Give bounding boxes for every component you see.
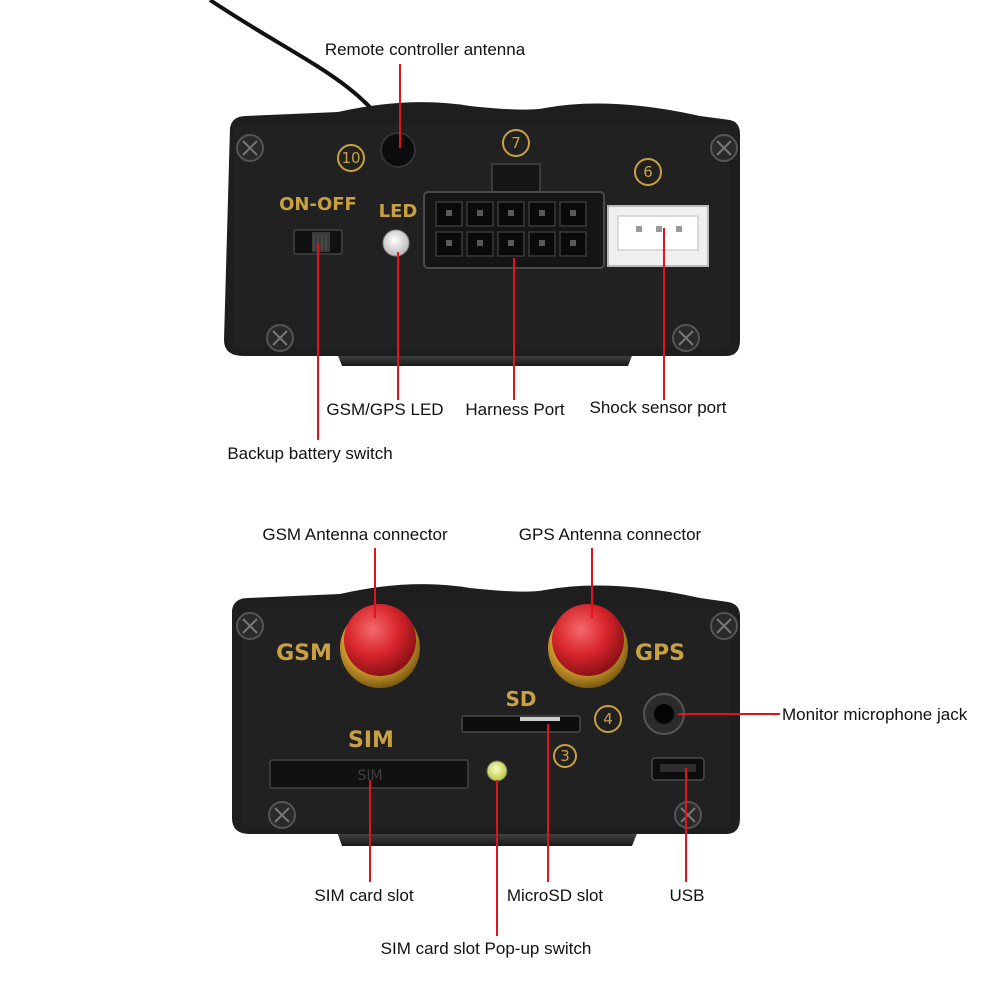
marker-4: 4 (594, 705, 622, 733)
monitor-microphone-jack[interactable] (643, 693, 685, 735)
microsd-slot[interactable] (461, 715, 581, 733)
gsm-antenna-connector[interactable] (340, 604, 420, 688)
sd-label: SD (505, 687, 536, 711)
callout-sim-slot: SIM card slot (314, 886, 413, 905)
screw-icon (266, 324, 294, 352)
marker-6-text: 6 (643, 163, 653, 181)
callout-shock-sensor-port: Shock sensor port (589, 398, 726, 417)
harness-pins (435, 201, 587, 257)
gsm-label: GSM (276, 641, 332, 666)
callout-usb: USB (670, 886, 705, 905)
top-device: 10 7 6 ON-OFF LED (208, 0, 740, 463)
harness-port[interactable] (423, 163, 605, 269)
sim-label: SIM (348, 728, 394, 753)
harness-pin (570, 210, 576, 216)
harness-pin (539, 210, 545, 216)
harness-pin (508, 210, 514, 216)
gps-antenna-connector[interactable] (548, 604, 628, 688)
gps-label: GPS (635, 641, 685, 666)
sim-card-slot[interactable]: SIM (269, 759, 469, 789)
harness-pin (570, 240, 576, 246)
marker-7: 7 (502, 129, 530, 157)
callout-remote-antenna: Remote controller antenna (325, 40, 526, 59)
callout-monitor-mic: Monitor microphone jack (782, 705, 968, 724)
marker-6: 6 (634, 158, 662, 186)
harness-pin-cell (559, 201, 587, 227)
screw-icon (672, 324, 700, 352)
sim-slot-engraving: SIM (357, 768, 382, 784)
backup-battery-switch[interactable] (293, 229, 343, 255)
harness-pin (477, 240, 483, 246)
harness-pin (446, 210, 452, 216)
marker-7-text: 7 (511, 134, 521, 152)
screw-icon (236, 134, 264, 162)
harness-pin-cell (528, 201, 556, 227)
harness-pin (508, 240, 514, 246)
screw-icon (710, 134, 738, 162)
callout-gsm-gps-led: GSM/GPS LED (326, 400, 443, 419)
marker-3: 3 (553, 744, 577, 768)
harness-pin (446, 240, 452, 246)
bottom-device: GSM GPS SD 4 3 SIM SIM (232, 525, 968, 958)
antenna-port (380, 132, 416, 168)
led-label: LED (379, 201, 418, 222)
callout-backup-battery-switch: Backup battery switch (227, 444, 392, 463)
sim-popup-switch[interactable] (486, 760, 508, 782)
marker-10: 10 (337, 144, 365, 172)
harness-pin-cell (435, 231, 463, 257)
screw-icon (236, 612, 264, 640)
callout-gps-antenna: GPS Antenna connector (519, 525, 702, 544)
usb-port[interactable] (651, 757, 705, 781)
callout-harness-port: Harness Port (465, 400, 564, 419)
marker-10-text: 10 (341, 149, 360, 167)
screw-icon (268, 801, 296, 829)
screw-icon (710, 612, 738, 640)
marker-4-text: 4 (603, 710, 613, 728)
gsm-gps-led (382, 229, 410, 257)
harness-pin (477, 210, 483, 216)
on-off-label: ON-OFF (279, 194, 357, 215)
callout-microsd-slot: MicroSD slot (507, 886, 604, 905)
callout-gsm-antenna: GSM Antenna connector (262, 525, 448, 544)
shock-sensor-port[interactable] (607, 205, 709, 267)
harness-pin (539, 240, 545, 246)
callout-sim-popup: SIM card slot Pop-up switch (381, 939, 592, 958)
marker-3-text: 3 (560, 747, 570, 765)
screw-icon (674, 801, 702, 829)
